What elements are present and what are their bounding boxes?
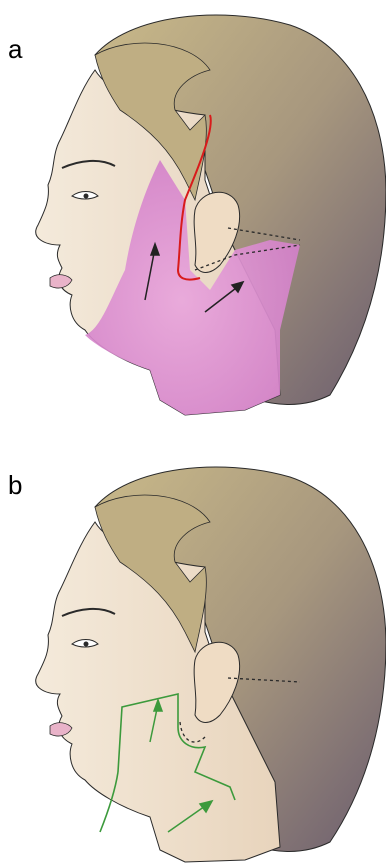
panel-a-illustration: [0, 0, 386, 432]
pupil: [84, 194, 89, 199]
panel-b-illustration: [0, 432, 386, 863]
pupil: [84, 642, 89, 647]
